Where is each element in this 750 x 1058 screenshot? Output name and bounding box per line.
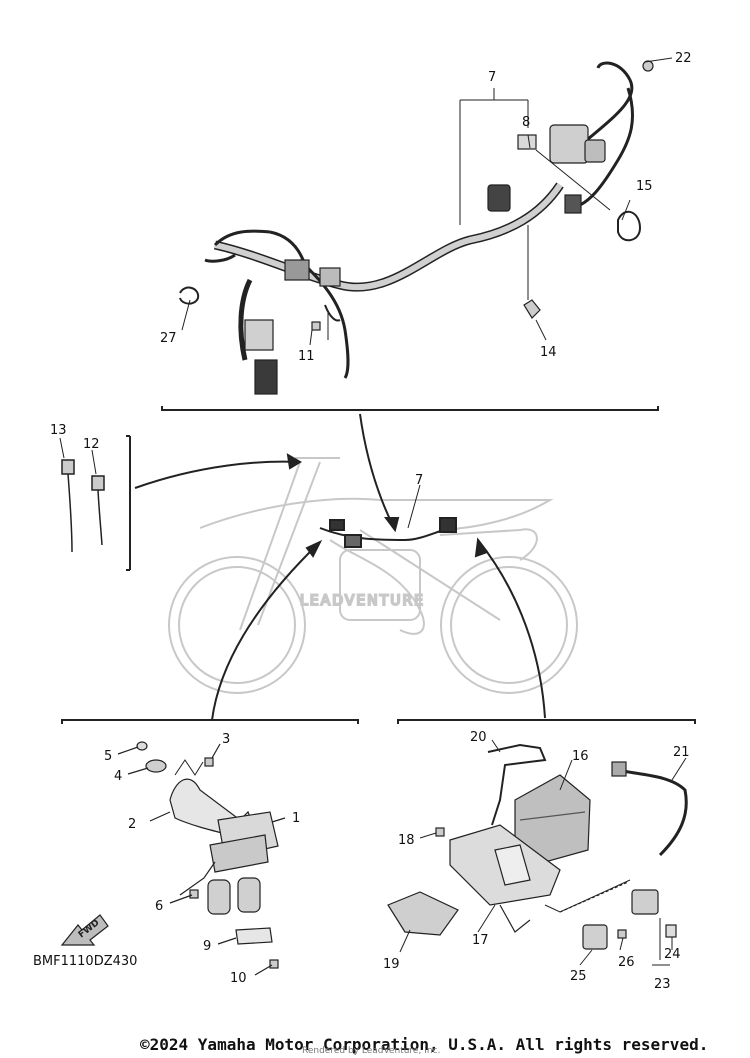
callout-7: 7 — [488, 70, 496, 85]
callout-3: 3 — [222, 732, 230, 747]
watermark-text: LEADVENTURE — [300, 593, 425, 609]
callout-25: 25 — [570, 969, 587, 984]
diagram-code: BMF1110DZ430 — [33, 954, 138, 969]
callout-9: 9 — [203, 939, 211, 954]
callout-21: 21 — [673, 745, 690, 760]
copyright-notice: ©2024 Yamaha Motor Corporation, U.S.A. A… — [140, 1035, 709, 1054]
callout-12: 12 — [83, 437, 100, 452]
callout-16: 16 — [572, 749, 589, 764]
callout-14: 14 — [540, 345, 557, 360]
callout-4: 4 — [114, 769, 122, 784]
wire-harness-group — [179, 60, 654, 395]
bottom-left-group — [61, 719, 359, 976]
callout-13: 13 — [50, 423, 67, 438]
callout-labels: 1 2 3 4 5 6 7 7 8 9 10 11 12 13 14 15 16… — [50, 51, 692, 992]
leader-lines-middle — [126, 413, 546, 721]
callout-26: 26 — [618, 955, 635, 970]
callout-8: 8 — [522, 115, 530, 130]
bottom-right-group — [387, 719, 696, 966]
callout-18: 18 — [398, 833, 415, 848]
callout-20: 20 — [470, 730, 487, 745]
callout-22: 22 — [675, 51, 692, 66]
callout-6: 6 — [155, 899, 163, 914]
motorcycle-overview: LEADVENTURE — [168, 457, 578, 694]
rendered-by-credit: Rendered by LeadVenture, Inc. — [302, 1046, 441, 1056]
cable-ties — [59, 437, 105, 553]
callout-2: 2 — [128, 817, 136, 832]
callout-11: 11 — [298, 349, 315, 364]
fwd-arrow-icon: FWD — [60, 914, 109, 946]
bike-harness-highlight — [319, 517, 457, 548]
callout-19: 19 — [383, 957, 400, 972]
callout-7-bike: 7 — [415, 473, 423, 488]
callout-17: 17 — [472, 933, 489, 948]
callout-15: 15 — [636, 179, 653, 194]
callout-27: 27 — [160, 331, 177, 346]
callout-24: 24 — [664, 947, 681, 962]
callout-1: 1 — [292, 811, 300, 826]
callout-5: 5 — [104, 749, 112, 764]
callout-10: 10 — [230, 971, 247, 986]
leader-lines-top — [161, 57, 673, 411]
callout-23: 23 — [654, 977, 671, 992]
